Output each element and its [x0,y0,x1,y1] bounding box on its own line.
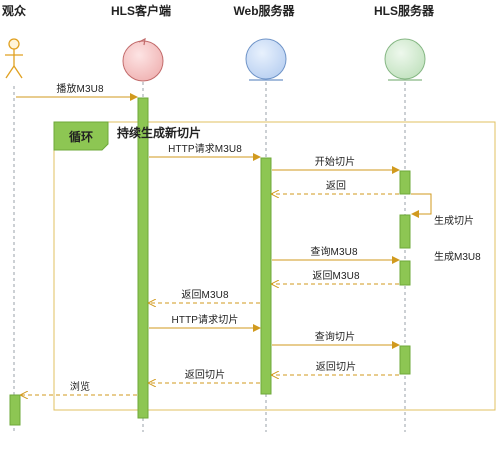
loop-frame [53,121,496,411]
entity-icon-web [245,38,287,81]
message-label-m12: 浏览 [69,382,91,393]
message-label-m10: 返回切片 [315,362,357,373]
message-label-m2: HTTP请求M3U8 [168,144,242,155]
message-label-m4: 返回 [325,181,347,192]
self-message-line1: 生成切片 [434,216,474,227]
message-label-m3: 开始切片 [314,157,356,168]
arrow-self [411,193,432,218]
participant-label-viewer: 观众 [1,4,27,18]
control-icon [122,37,164,82]
actor-icon [5,38,23,79]
message-label-m6: 返回M3U8 [312,271,360,282]
activation-hls-3 [399,260,411,286]
participant-label-hls: HLS服务器 [373,4,435,18]
loop-tag: 循环 [68,129,93,144]
activation-hls-1 [399,170,411,195]
self-message-label: 生成切片 生成M3U8 [434,192,481,288]
participant-label-web: Web服务器 [233,4,295,18]
message-label-m1: 播放M3U8 [56,84,104,95]
self-message-line2: 生成M3U8 [434,252,481,263]
participant-label-client: HLS客户端 [110,4,172,18]
message-label-m5: 查询M3U8 [310,247,358,258]
activation-web [260,157,272,395]
loop-title: 持续生成新切片 [117,126,202,140]
activation-hls-4 [399,345,411,375]
entity-icon-hls [384,38,426,81]
message-label-m8: HTTP请求切片 [171,315,239,326]
message-label-m11: 返回切片 [184,370,226,381]
activation-client [137,97,149,419]
message-label-m9: 查询切片 [314,332,356,343]
message-label-m7: 返回M3U8 [181,290,229,301]
activation-hls-2 [399,214,411,249]
loop-tag-shape [53,121,109,151]
activation-viewer [9,394,21,426]
